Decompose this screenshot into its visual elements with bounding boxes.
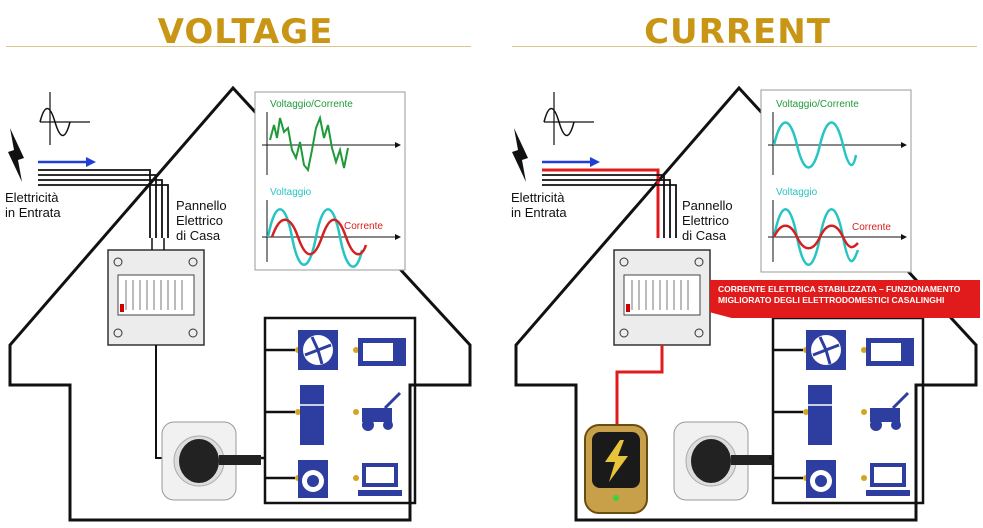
- breaker-box-icon: [613, 249, 711, 346]
- sine-wave-icon: [543, 92, 594, 145]
- appliance-wiring: [769, 316, 925, 505]
- graph-voltage-label: Voltaggio: [270, 187, 312, 198]
- clean-waveform-graph: [768, 112, 907, 175]
- wall-socket-icon: [161, 421, 261, 501]
- fridge-icon: [300, 385, 324, 445]
- panel-label: Pannello Elettrico di Casa: [682, 198, 733, 243]
- phase-waveform-graph: [262, 200, 401, 268]
- appliance-wiring: [261, 316, 417, 505]
- computer-icon: [866, 463, 910, 496]
- power-saver-device-icon: [584, 424, 648, 514]
- graph-top-label: Voltaggio/Corrente: [776, 99, 859, 110]
- voltage-diagram: [8, 85, 472, 522]
- stabilized-current-banner: CORRENTE ELETTRICA STABILIZZATA – FUNZIO…: [710, 280, 980, 318]
- graph-voltage-label: Voltaggio: [776, 187, 818, 198]
- microwave-icon: [358, 338, 406, 366]
- current-diagram: [512, 85, 978, 522]
- voltage-heading: VOLTAGE: [157, 12, 334, 52]
- fan-icon: [298, 330, 338, 370]
- voltage-heading-rule: [6, 46, 471, 47]
- lightning-icon: [512, 128, 528, 182]
- waveform-graph-box: [760, 89, 912, 273]
- wall-socket-icon: [673, 421, 773, 501]
- current-panel: CURRENT: [492, 0, 983, 528]
- stabilized-waveform-graph: [768, 200, 907, 266]
- fridge-icon: [808, 385, 832, 445]
- graph-current-label: Corrente: [344, 221, 383, 232]
- stabilized-wire: [615, 345, 664, 425]
- microwave-icon: [866, 338, 914, 366]
- lawnmower-icon: [870, 391, 910, 431]
- panel-label: Pannello Elettrico di Casa: [176, 198, 227, 243]
- lawnmower-icon: [362, 391, 402, 431]
- lightning-icon: [8, 128, 24, 182]
- noisy-waveform-graph: [262, 112, 401, 175]
- washing-machine-icon: [298, 460, 328, 498]
- sine-wave-icon: [39, 92, 90, 145]
- graph-current-label: Corrente: [852, 222, 891, 233]
- current-heading-rule: [512, 46, 977, 47]
- current-heading: CURRENT: [644, 12, 831, 52]
- incoming-wires: [542, 168, 677, 238]
- waveform-graph-box: [254, 91, 406, 271]
- fan-icon: [806, 330, 846, 370]
- flow-arrow-icon: [542, 157, 600, 167]
- incoming-wires: [38, 169, 169, 238]
- breaker-box-icon: [107, 238, 205, 346]
- flow-arrow-icon: [38, 157, 96, 167]
- incoming-label: Elettricità in Entrata: [5, 190, 61, 220]
- washing-machine-icon: [806, 460, 836, 498]
- graph-top-label: Voltaggio/Corrente: [270, 99, 353, 110]
- incoming-label: Elettricità in Entrata: [511, 190, 567, 220]
- voltage-panel: VOLTAGE: [0, 0, 491, 528]
- computer-icon: [358, 463, 402, 496]
